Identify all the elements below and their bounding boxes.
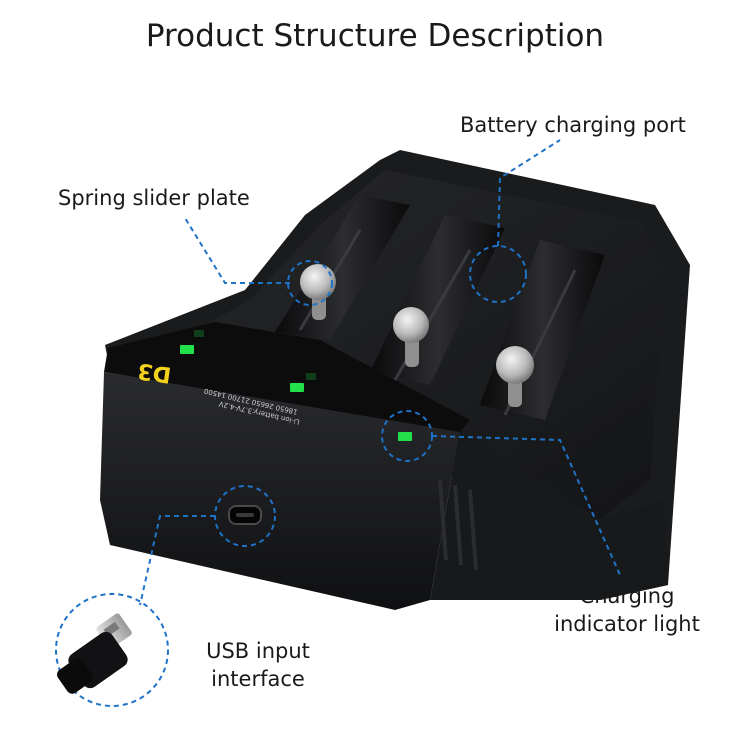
charging-indicator-leds xyxy=(180,330,412,441)
usb-input-label-line2: interface xyxy=(211,667,305,691)
side-grooves xyxy=(438,479,478,571)
charging-indicator-label-line2: indicator light xyxy=(554,612,700,636)
leader-charging-port xyxy=(497,139,561,247)
leader-indicator xyxy=(431,435,621,576)
usb-plug-icon xyxy=(57,613,132,694)
battery-charging-port-label: Battery charging port xyxy=(460,113,686,137)
spring-slider-plate-label: Spring slider plate xyxy=(58,186,250,210)
charger-front-face xyxy=(100,372,460,610)
charger-right-side xyxy=(430,430,668,600)
slider-stem-2 xyxy=(405,335,419,367)
battery-slot-2 xyxy=(370,215,505,385)
page-title: Product Structure Description xyxy=(145,18,605,54)
led-indicator-1 xyxy=(180,345,194,354)
spring-slider-plates xyxy=(300,264,534,407)
leader-usb xyxy=(139,515,215,606)
leader-spring-slider xyxy=(184,217,290,284)
callout-spring-slider xyxy=(287,260,333,306)
usb-input-label: USB input interface xyxy=(204,637,312,693)
model-label: D3 xyxy=(136,357,173,386)
battery-slots xyxy=(275,195,605,420)
led-indicator-3 xyxy=(398,432,412,441)
callouts xyxy=(55,139,621,707)
led-indicator-2 xyxy=(290,383,304,392)
display-panel xyxy=(104,322,470,432)
spring-slider-plate-2 xyxy=(393,307,429,343)
callout-charging-port xyxy=(469,245,527,303)
spring-slider-plate-3 xyxy=(496,346,534,384)
callout-usb-plug xyxy=(55,593,169,707)
spring-slider-plate-1 xyxy=(300,264,336,300)
usb-input-label-line1: USB input xyxy=(206,639,310,663)
battery-slot-1 xyxy=(275,195,410,340)
